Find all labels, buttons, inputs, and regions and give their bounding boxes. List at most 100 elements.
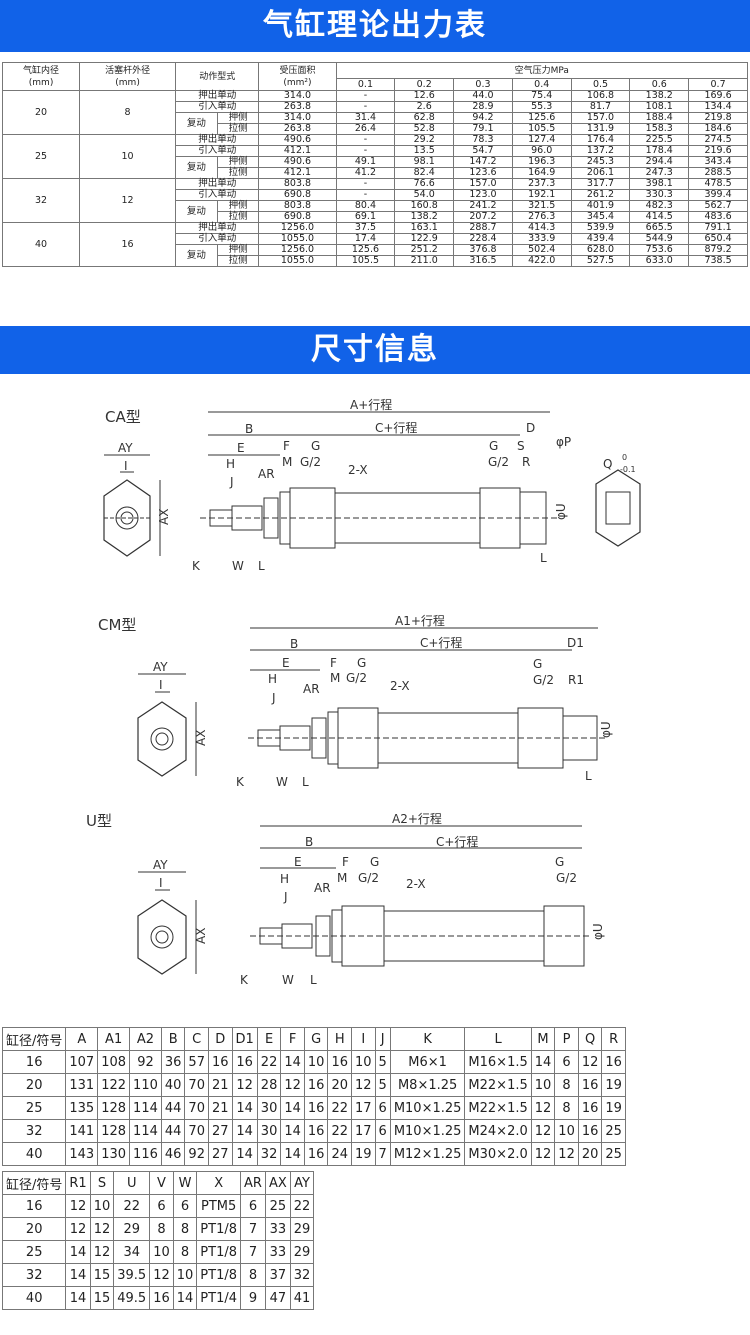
force-value-cell: 288.7 — [453, 222, 513, 234]
dim-cell: 14 — [231, 1119, 258, 1143]
force-value-cell: 54.0 — [394, 189, 455, 201]
dim-header-cell: C — [184, 1027, 209, 1051]
force-value-cell: 753.6 — [629, 244, 690, 256]
force-value-cell: 219.8 — [688, 112, 748, 124]
area-cell: 803.8 — [258, 178, 337, 190]
dim-cell: 12 — [65, 1194, 91, 1218]
dim-header-cell: H — [327, 1027, 352, 1051]
area-cell: 263.8 — [258, 123, 337, 135]
area-header: 受压面积 (mm²) — [258, 62, 337, 91]
ca-q-tol-lower: -0.1 — [620, 465, 636, 474]
u-ar-label: AR — [314, 881, 331, 895]
dim-cell: 44 — [160, 1119, 186, 1143]
ca-r-label: R — [522, 455, 530, 469]
dim-cell: 7 — [240, 1217, 266, 1241]
dim-header-cell: F — [280, 1027, 305, 1051]
force-value-cell: 94.2 — [453, 112, 513, 124]
dim-cell: 6 — [374, 1119, 391, 1143]
force-value-cell: 17.4 — [335, 233, 396, 245]
action-cell: 押出单动 — [175, 222, 260, 234]
dim-cell: 141 — [65, 1119, 99, 1143]
pressure-value-header: 0.3 — [453, 78, 513, 91]
force-value-cell: 211.0 — [394, 255, 455, 267]
dim-cell: 16 — [303, 1096, 329, 1120]
force-value-cell: 245.3 — [570, 156, 631, 168]
u-title: U型 — [86, 812, 112, 830]
dim-cell: 34 — [113, 1240, 151, 1264]
u-cylinder-body — [250, 905, 592, 967]
dim-cell: 16 — [1, 1050, 67, 1074]
pressure-value-header: 0.6 — [629, 78, 690, 91]
dim-cell: 14 — [172, 1286, 198, 1310]
area-cell: 690.8 — [258, 189, 337, 201]
dim-cell: 33 — [264, 1240, 291, 1264]
area-cell: 690.8 — [258, 211, 337, 223]
double-action-cell: 复动 — [175, 200, 218, 223]
dim-cell: 6 — [172, 1194, 198, 1218]
pressure-value-header: 0.2 — [394, 78, 455, 91]
force-value-cell: 879.2 — [688, 244, 748, 256]
force-value-cell: 37.5 — [335, 222, 396, 234]
force-value-cell: 52.8 — [394, 123, 455, 135]
dim-cell: 16 — [149, 1286, 174, 1310]
dim-cell: 14 — [280, 1096, 305, 1120]
dim-cell: 135 — [65, 1096, 99, 1120]
dim-cell: 10 — [172, 1263, 198, 1287]
force-value-cell: 105.5 — [335, 255, 396, 267]
force-value-cell: 169.6 — [688, 90, 748, 102]
ca-s-label: S — [517, 439, 525, 453]
force-value-cell: 241.2 — [453, 200, 513, 212]
dim-cell: 44 — [160, 1096, 186, 1120]
dim-cell: 19 — [601, 1073, 626, 1097]
dim-cell: PT1/8 — [196, 1217, 241, 1241]
pressure-value-header: 0.5 — [570, 78, 631, 91]
force-value-cell: 247.3 — [629, 167, 690, 179]
dim-cell: 8 — [149, 1217, 174, 1241]
force-value-cell: 2.6 — [394, 101, 455, 113]
dim-header-cell: U — [113, 1171, 151, 1195]
ca-k-label: K — [192, 559, 201, 573]
action-header: 动作型式 — [175, 62, 260, 91]
force-value-cell: 178.4 — [629, 145, 690, 157]
force-value-cell: 137.2 — [570, 145, 631, 157]
dim-cell: 6 — [374, 1096, 391, 1120]
dim-cell: 70 — [184, 1119, 209, 1143]
rod-cell: 10 — [79, 134, 177, 179]
dim-cell: M24×2.0 — [464, 1119, 532, 1143]
force-value-cell: 401.9 — [570, 200, 631, 212]
ca-drawing: CA型 AY I AX A+行程 B C+行程 D E F G G/2 H J … — [103, 397, 641, 573]
ca-g-right-label: G — [489, 439, 498, 453]
force-value-cell: 251.2 — [394, 244, 455, 256]
dim-cell: 130 — [97, 1142, 131, 1166]
pressure-value-header: 0.7 — [688, 78, 748, 91]
force-value-cell: - — [335, 134, 396, 146]
dim-cell: 116 — [129, 1142, 162, 1166]
dim-cell: 8 — [172, 1240, 198, 1264]
force-value-cell: 276.3 — [511, 211, 572, 223]
u-h-label: H — [280, 872, 289, 886]
force-value-cell: 76.6 — [394, 178, 455, 190]
cm-i-label: I — [159, 678, 163, 692]
dim-cell: 32 — [256, 1142, 282, 1166]
dim-cell: 12 — [350, 1073, 376, 1097]
dim-header-cell: L — [464, 1027, 532, 1051]
dim-cell: 8 — [172, 1217, 198, 1241]
dim-cell: 10 — [303, 1050, 329, 1074]
dim-cell: 16 — [577, 1096, 603, 1120]
ca-b-label: B — [245, 422, 253, 436]
cm-m-label: M — [330, 671, 340, 685]
dim-cell: 40 — [160, 1073, 186, 1097]
dim-header-cell: A — [65, 1027, 99, 1051]
area-cell: 1055.0 — [258, 233, 337, 245]
dim-cell: 29 — [289, 1217, 315, 1241]
force-value-cell: 414.5 — [629, 211, 690, 223]
double-action-cell: 复动 — [175, 156, 218, 179]
force-value-cell: - — [335, 178, 396, 190]
force-value-cell: 125.6 — [335, 244, 396, 256]
dim-cell: PT1/8 — [196, 1240, 241, 1264]
cm-stroke-label: C+行程 — [420, 635, 462, 650]
